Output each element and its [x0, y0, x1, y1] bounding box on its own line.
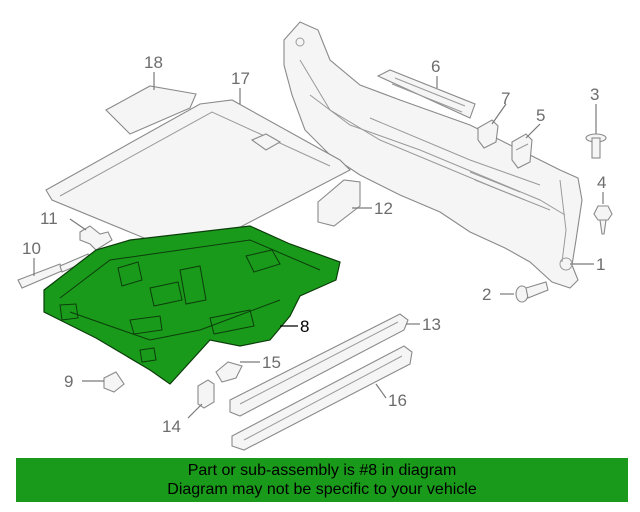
callout-18[interactable]: 18	[144, 53, 163, 72]
part-8-cargo-tray[interactable]	[43, 225, 341, 385]
part-5-bracket[interactable]	[511, 133, 533, 169]
part-13-sill-rail[interactable]	[229, 313, 409, 417]
leader-7	[491, 103, 507, 125]
callout-15[interactable]: 15	[262, 353, 281, 372]
callout-5[interactable]: 5	[536, 106, 545, 125]
part-17-load-floor-cover[interactable]	[45, 99, 351, 253]
callout-17[interactable]: 17	[231, 69, 250, 88]
callout-1[interactable]: 1	[596, 255, 605, 274]
callout-8[interactable]: 8	[300, 317, 309, 336]
part-6-sill-plate[interactable]	[376, 69, 476, 119]
part-14-hook[interactable]	[197, 379, 215, 409]
leader-16	[375, 383, 387, 399]
callout-6[interactable]: 6	[431, 57, 440, 76]
part-16-lower-rail[interactable]	[231, 345, 413, 451]
part-7-clip[interactable]	[477, 119, 499, 149]
banner-line-part: Part or sub-assembly is #8 in diagram	[187, 462, 457, 479]
callout-2[interactable]: 2	[482, 285, 491, 304]
part-4-push-clip[interactable]	[593, 205, 613, 235]
leader-11	[69, 218, 87, 231]
callout-12[interactable]: 12	[374, 199, 393, 218]
callout-13[interactable]: 13	[422, 315, 441, 334]
callout-16[interactable]: 16	[388, 391, 407, 410]
part-11-bracket[interactable]	[79, 225, 113, 251]
part-2-bolt[interactable]	[515, 281, 549, 303]
exploded-parts-diagram: 1 2 3 4 5 6 7 8 9 10 11 12 13 14 15 16 1…	[17, 21, 613, 451]
callout-11[interactable]: 11	[40, 209, 58, 228]
part-9-clip[interactable]	[103, 371, 125, 393]
callout-4[interactable]: 4	[597, 173, 606, 192]
part-18-access-panel[interactable]	[105, 85, 197, 135]
callout-10[interactable]: 10	[22, 239, 41, 258]
callout-3[interactable]: 3	[590, 85, 599, 104]
part-1-rear-trim-panel[interactable]	[283, 21, 583, 289]
part-12-cover[interactable]	[317, 179, 361, 227]
leader-14	[187, 403, 203, 419]
part-3-screw[interactable]	[585, 133, 607, 159]
part-info-banner: Part or sub-assembly is #8 in diagram Di…	[16, 458, 628, 502]
callout-7[interactable]: 7	[501, 89, 510, 108]
part-15-bracket[interactable]	[215, 361, 243, 383]
leader-5	[525, 123, 541, 139]
callout-14[interactable]: 14	[162, 417, 181, 436]
banner-line-disclaimer: Diagram may not be specific to your vehi…	[167, 481, 477, 498]
callout-9[interactable]: 9	[64, 372, 73, 391]
